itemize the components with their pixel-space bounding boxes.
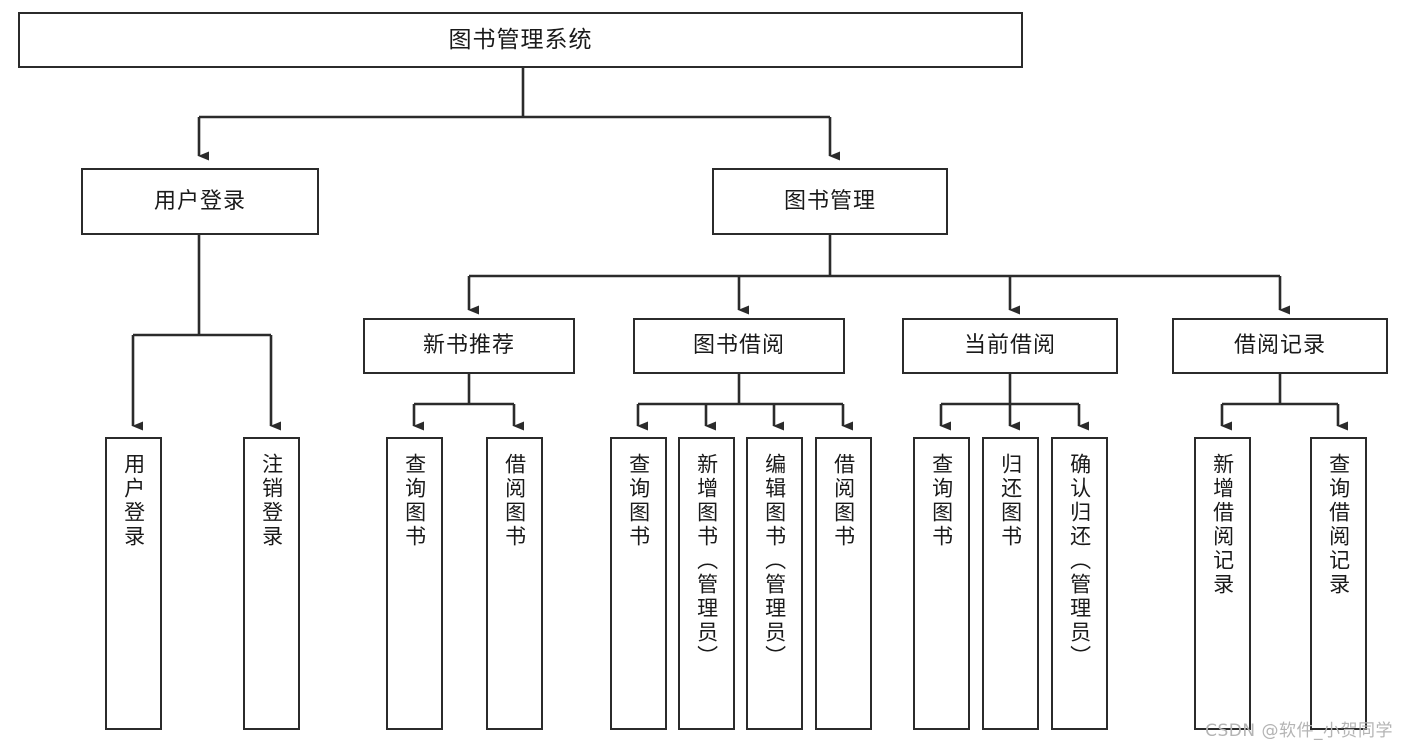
leaf-current-borrow-query[interactable]: 查询图书 [913, 437, 970, 730]
leaf-label: 编辑图书（管理员） [762, 453, 787, 669]
leaf-book-borrow-add[interactable]: 新增图书（管理员） [678, 437, 735, 730]
leaf-label: 用户登录 [121, 453, 146, 549]
leaf-label: 新增图书（管理员） [694, 453, 719, 669]
csdn-watermark: CSDN @软件_小贺同学 [1205, 721, 1393, 741]
node-borrow-records[interactable]: 借阅记录 [1172, 318, 1388, 374]
node-book-borrow[interactable]: 图书借阅 [633, 318, 845, 374]
leaf-label: 查询图书 [626, 453, 651, 549]
leaf-book-borrow-borrow[interactable]: 借阅图书 [815, 437, 872, 730]
node-book-management[interactable]: 图书管理 [712, 168, 948, 235]
leaf-label: 借阅图书 [502, 453, 527, 549]
leaf-new-book-query[interactable]: 查询图书 [386, 437, 443, 730]
node-new-book-recommend[interactable]: 新书推荐 [363, 318, 575, 374]
leaf-label: 查询借阅记录 [1326, 453, 1351, 597]
leaf-label: 确认归还（管理员） [1067, 453, 1092, 669]
leaf-label: 查询图书 [929, 453, 954, 549]
node-current-borrow[interactable]: 当前借阅 [902, 318, 1118, 374]
leaf-new-book-borrow[interactable]: 借阅图书 [486, 437, 543, 730]
leaf-label: 新增借阅记录 [1210, 453, 1235, 597]
leaf-book-borrow-edit[interactable]: 编辑图书（管理员） [746, 437, 803, 730]
leaf-label: 注销登录 [259, 453, 284, 549]
leaf-borrow-records-query[interactable]: 查询借阅记录 [1310, 437, 1367, 730]
leaf-user-login-login[interactable]: 用户登录 [105, 437, 162, 730]
leaf-user-login-logout[interactable]: 注销登录 [243, 437, 300, 730]
leaf-label: 查询图书 [402, 453, 427, 549]
node-root-system[interactable]: 图书管理系统 [18, 12, 1023, 68]
leaf-current-borrow-confirm-return[interactable]: 确认归还（管理员） [1051, 437, 1108, 730]
leaf-label: 借阅图书 [831, 453, 856, 549]
leaf-current-borrow-return[interactable]: 归还图书 [982, 437, 1039, 730]
leaf-label: 归还图书 [998, 453, 1023, 549]
node-user-login[interactable]: 用户登录 [81, 168, 319, 235]
leaf-borrow-records-add[interactable]: 新增借阅记录 [1194, 437, 1251, 730]
leaf-book-borrow-query[interactable]: 查询图书 [610, 437, 667, 730]
